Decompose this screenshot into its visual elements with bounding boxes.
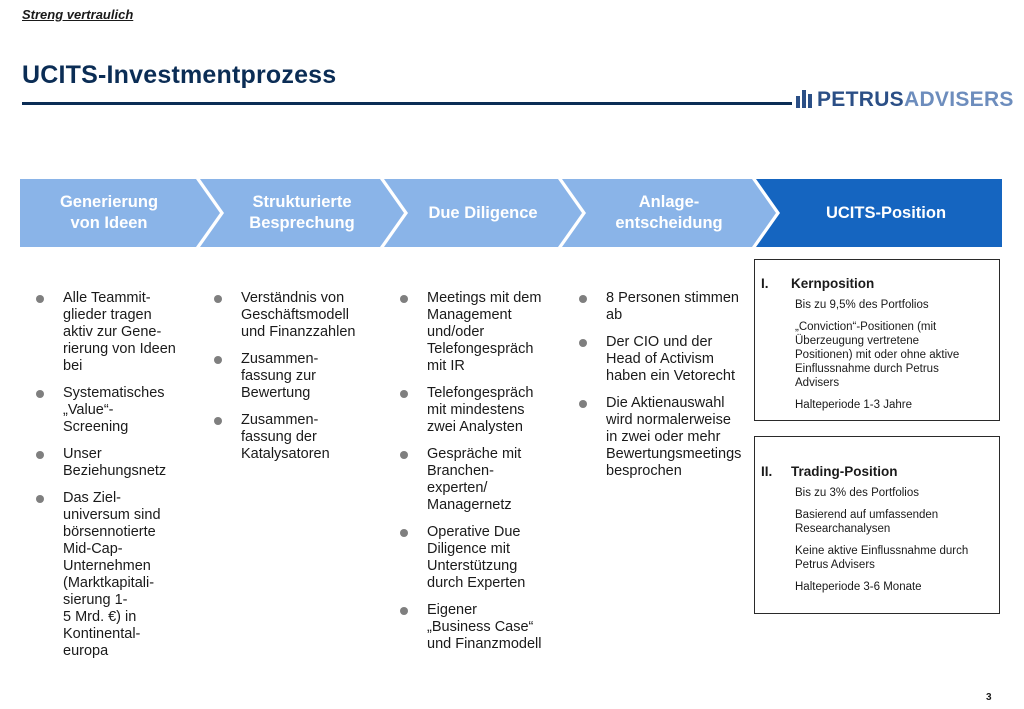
title-divider — [22, 102, 792, 105]
box-item: „Conviction“-Positionen (mit Überzeugung… — [795, 321, 960, 389]
process-step-ucits-position: UCITS-Position — [756, 179, 1002, 247]
box-item: Bis zu 3% des Portfolios — [795, 487, 920, 499]
box-number: I. — [761, 276, 769, 291]
list-item: Zusammen- fassung der Katalysatoren — [214, 412, 394, 463]
column-ideas: Alle Teammit- glieder tragen aktiv zur G… — [36, 290, 206, 670]
core-position-box: I. Kernposition Bis zu 9,5% des Portfoli… — [754, 259, 1000, 421]
column-due-diligence: Meetings mit dem Management und/oder Tel… — [400, 290, 575, 663]
process-step-label: Generierung von Ideen — [59, 193, 159, 232]
confidential-label: Streng vertraulich — [22, 7, 134, 22]
box-heading: II. Trading-Position — [761, 464, 991, 479]
process-step-due-diligence: Due Diligence — [384, 179, 582, 247]
process-step-decision: Anlage- entscheidung — [562, 179, 776, 247]
process-step-label: Due Diligence — [428, 203, 538, 222]
box-item: Basierend auf umfassenden Researchanalys… — [795, 509, 939, 535]
list-item: Meetings mit dem Management und/oder Tel… — [400, 290, 575, 375]
box-item: Halteperiode 3-6 Monate — [795, 581, 922, 593]
column-discussion: Verständnis von Geschäftsmodell und Fina… — [214, 290, 394, 473]
trading-position-box: II. Trading-Position Bis zu 3% des Portf… — [754, 436, 1000, 614]
process-step-discussion: Strukturierte Besprechung — [200, 179, 404, 247]
list-item: Telefongespräch mit mindestens zwei Anal… — [400, 385, 575, 436]
list-item: Systematisches „Value“- Screening — [36, 385, 206, 436]
list-item: Der CIO und der Head of Activism haben e… — [579, 334, 759, 385]
list-item: Verständnis von Geschäftsmodell und Fina… — [214, 290, 394, 341]
list-item: Unser Beziehungsnetz — [36, 446, 206, 480]
list-item: Das Ziel- universum sind börsennotierte … — [36, 490, 206, 660]
company-logo: PETRUSADVISERS — [796, 88, 1014, 110]
list-item: Alle Teammit- glieder tragen aktiv zur G… — [36, 290, 206, 375]
list-item: Operative Due Diligence mit Unterstützun… — [400, 524, 575, 592]
process-step-label: UCITS-Position — [825, 203, 947, 222]
list-item: 8 Personen stimmen ab — [579, 290, 759, 324]
process-step-label: Strukturierte Besprechung — [249, 193, 355, 232]
box-item: Halteperiode 1-3 Jahre — [795, 399, 912, 411]
box-title: Kernposition — [791, 276, 875, 291]
list-item: Gespräche mit Branchen- experten/ Manage… — [400, 446, 575, 514]
list-item: Die Aktienauswahl wird normalerweise in … — [579, 395, 759, 480]
box-heading: I. Kernposition — [761, 276, 991, 291]
page-number: 3 — [986, 692, 992, 703]
logo-bars-icon — [796, 90, 812, 108]
column-decision: 8 Personen stimmen ab Der CIO und der He… — [579, 290, 759, 490]
logo-text-light: ADVISERS — [903, 87, 1014, 111]
box-title: Trading-Position — [791, 464, 898, 479]
process-step-label: Anlage- entscheidung — [615, 193, 723, 232]
box-number: II. — [761, 464, 773, 479]
process-step-ideas: Generierung von Ideen — [20, 179, 220, 247]
page-title: UCITS-Investmentprozess — [22, 61, 337, 89]
box-item: Keine aktive Einflussnahme durch Petrus … — [795, 545, 969, 571]
list-item: Eigener „Business Case“ und Finanzmodell — [400, 602, 575, 653]
logo-text-bold: PETRUS — [817, 87, 904, 111]
box-item: Bis zu 9,5% des Portfolios — [795, 299, 929, 311]
list-item: Zusammen- fassung zur Bewertung — [214, 351, 394, 402]
